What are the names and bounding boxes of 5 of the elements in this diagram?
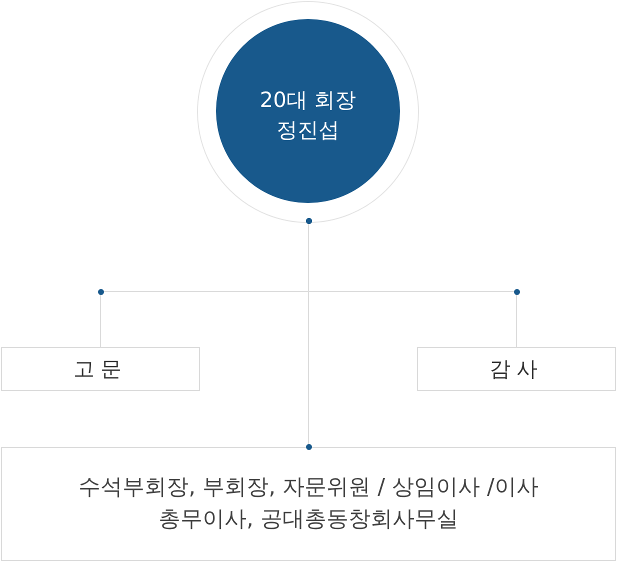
- member-box: 수석부회장, 부회장, 자문위원 / 상임이사 /이사 총무이사, 공대총동창회사무실: [1, 447, 616, 561]
- position-box: 고문: [1, 347, 200, 391]
- position-box: 감사: [417, 347, 616, 391]
- title-text: 20대 회장: [260, 87, 356, 114]
- name-text: 정진섭: [276, 117, 340, 144]
